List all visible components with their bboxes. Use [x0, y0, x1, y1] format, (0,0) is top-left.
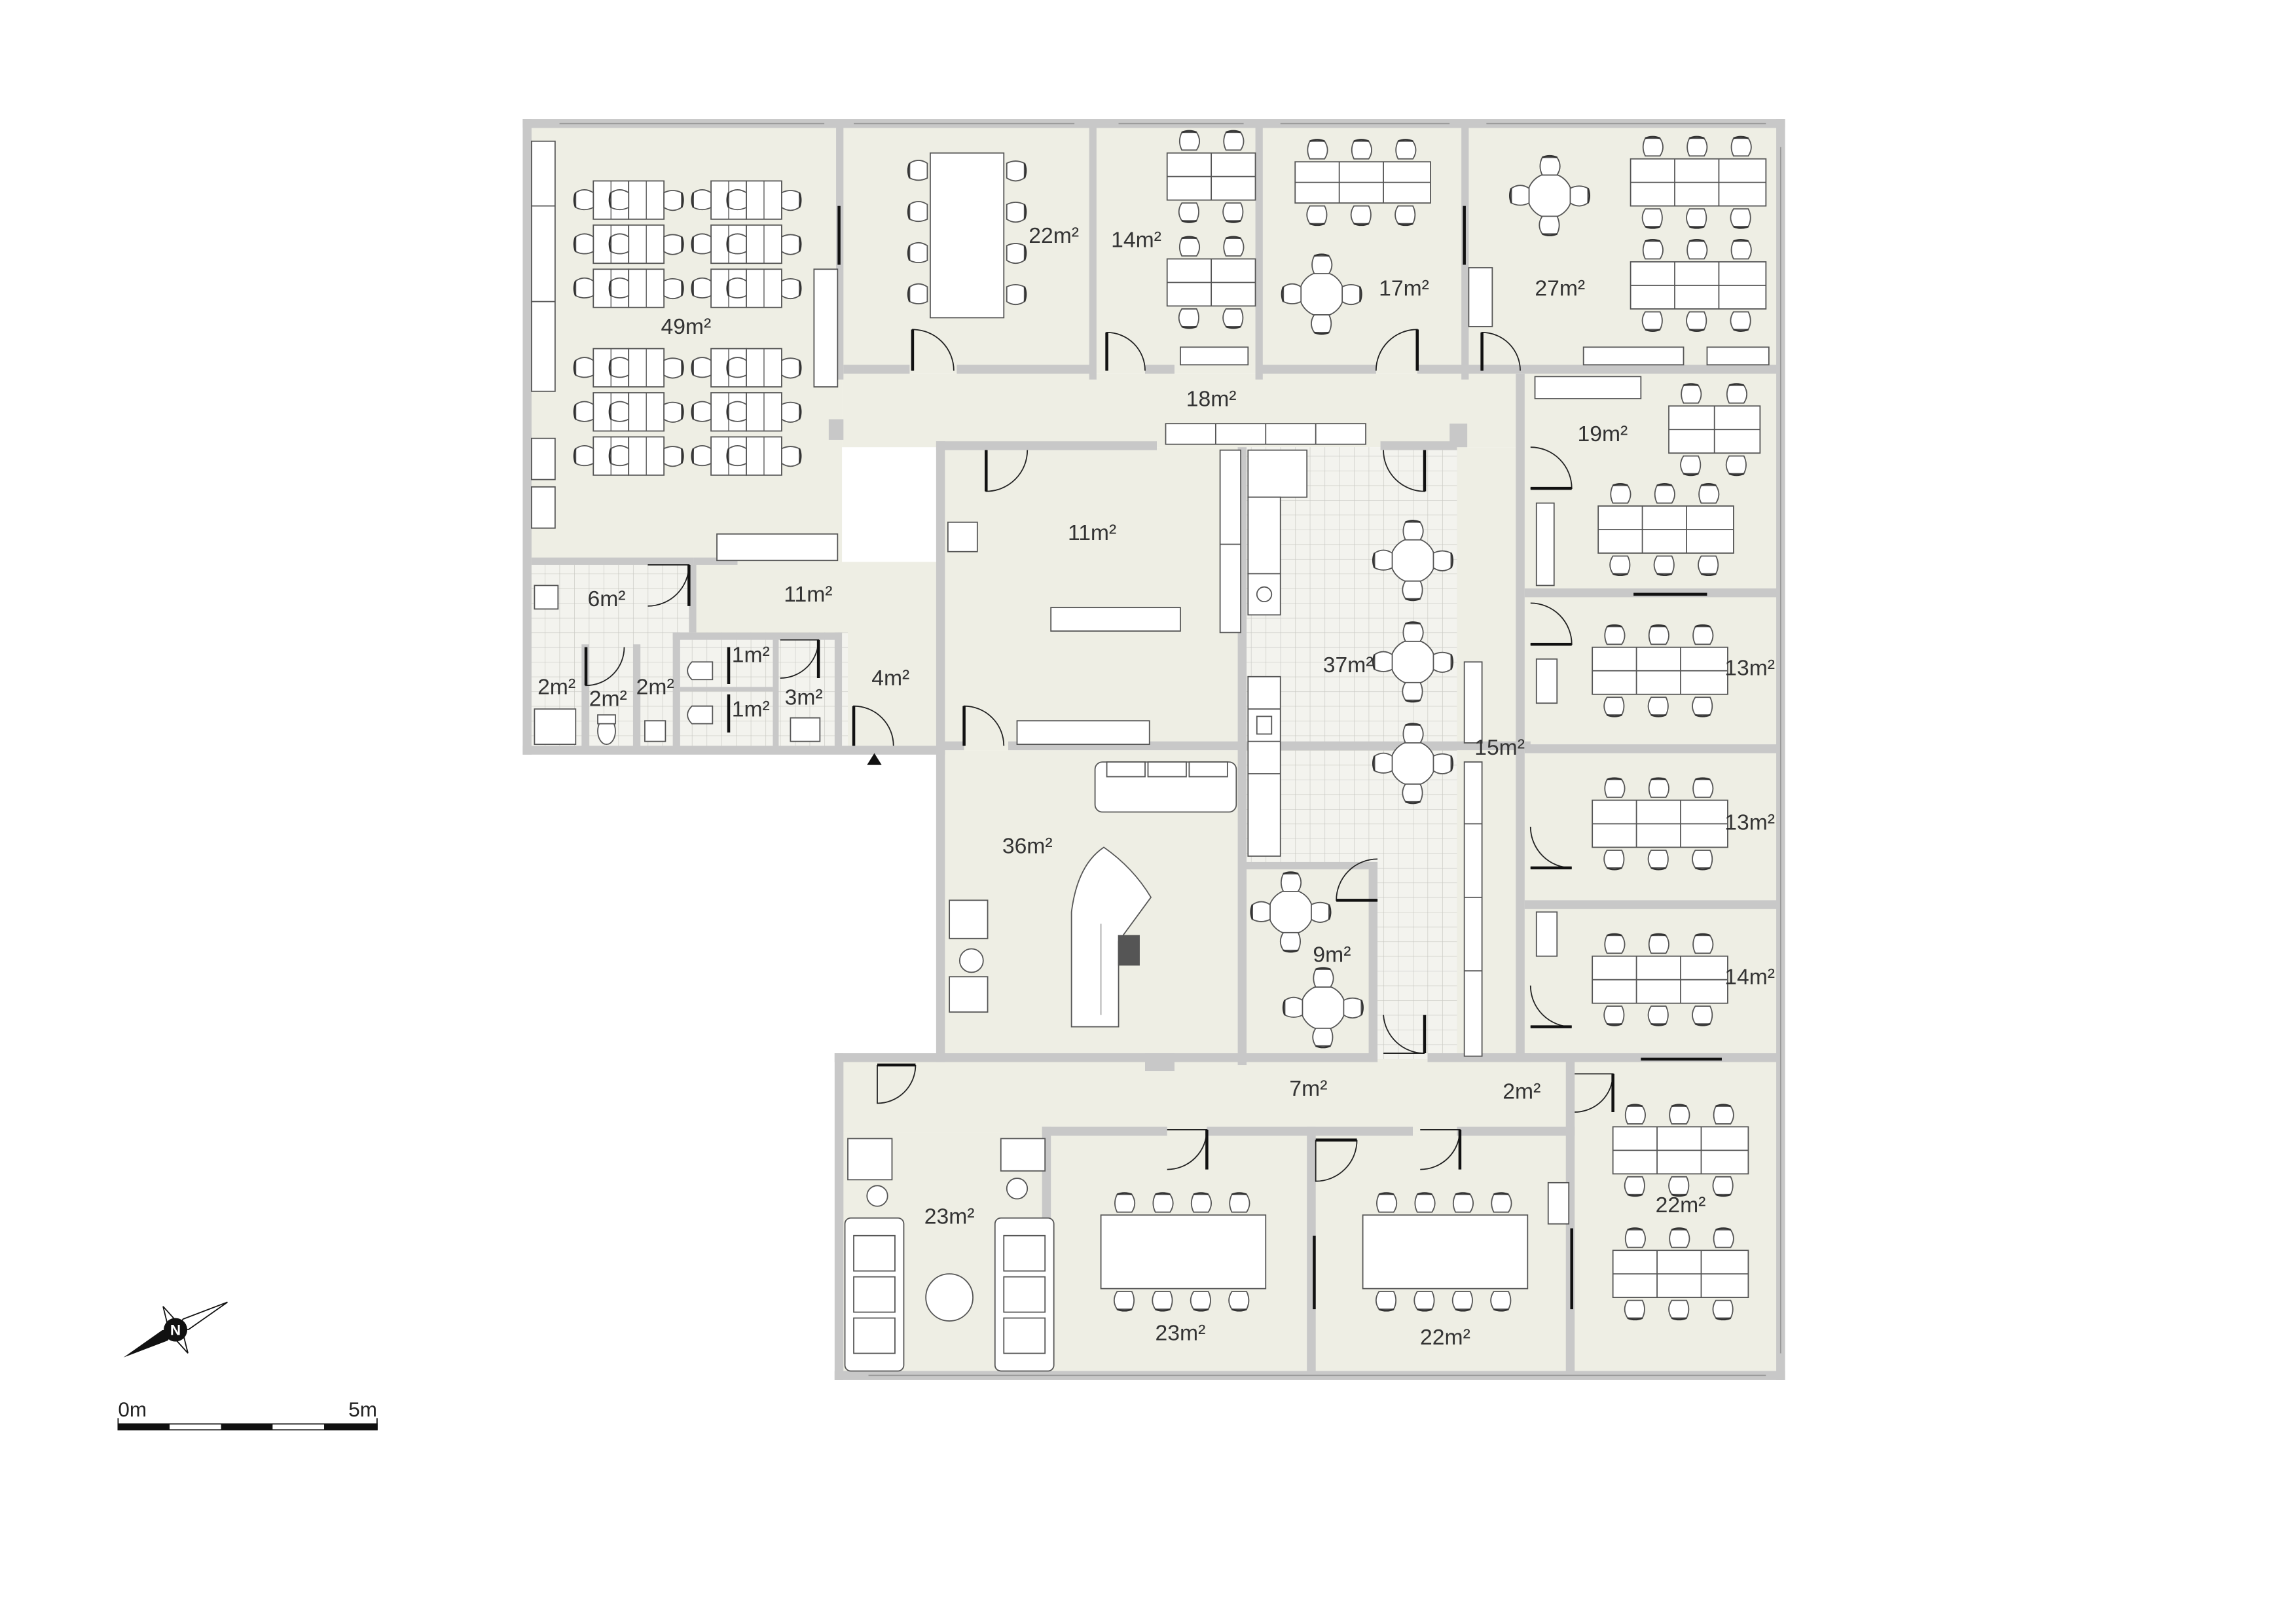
room-label-meeting-23: 23m² — [1156, 1320, 1206, 1345]
room-label-wc-1a: 1m² — [732, 642, 770, 667]
room-label-office-14: 14m² — [1111, 228, 1161, 253]
room-label-wc-2b: 2m² — [589, 687, 627, 712]
room-label-office-13b: 13m² — [1724, 810, 1775, 835]
room-label-niche-2: 2m² — [1503, 1079, 1540, 1104]
door-leaves — [584, 206, 1722, 1310]
room-label-storage-11: 11m² — [1068, 520, 1116, 545]
windows — [559, 122, 1781, 1377]
room-label-meeting-22-south: 22m² — [1420, 1325, 1470, 1350]
room-label-corridor-7: 7m² — [1289, 1076, 1327, 1101]
room-label-corridor-15: 15m² — [1474, 735, 1525, 760]
room-label-wc-1b: 1m² — [732, 696, 770, 721]
compass-north-icon: N — [123, 1301, 228, 1358]
room-label-lounge-23: 23m² — [924, 1204, 975, 1229]
room-label-kitchen-37: 37m² — [1323, 653, 1374, 677]
room-label-wc-3: 3m² — [785, 685, 823, 710]
scale-end-label: 5m — [348, 1398, 377, 1421]
room-label-open-office-nw: 49m² — [661, 314, 711, 339]
room-label-entry-4: 4m² — [871, 666, 909, 691]
scale-bar: 0m 5m — [117, 1398, 378, 1431]
room-label-reception-36: 36m² — [1002, 833, 1053, 858]
compass-letter: N — [170, 1322, 181, 1338]
room-label-wc-2a: 2m² — [538, 675, 575, 700]
room-label-wc-2c: 2m² — [636, 675, 674, 700]
entrance-marker-icon — [867, 753, 882, 765]
room-label-office-14-east: 14m² — [1724, 964, 1775, 989]
room-label-office-27: 27m² — [1535, 276, 1585, 301]
room-label-hall-11-west: 11m² — [784, 582, 832, 607]
room-label-corridor-18: 18m² — [1186, 386, 1237, 411]
room-label-office-17: 17m² — [1379, 276, 1429, 301]
furniture — [530, 130, 1770, 1372]
room-labels: 49m² 22m² 14m² 17m² 27m² 18m² 19m² 6m² 1… — [538, 223, 1775, 1350]
room-label-break-9: 9m² — [1313, 943, 1351, 967]
room-label-office-22-se: 22m² — [1656, 1193, 1706, 1218]
room-label-restroom-6: 6m² — [587, 586, 625, 611]
room-label-meeting-22-north: 22m² — [1029, 223, 1079, 248]
room-label-office-13a: 13m² — [1724, 656, 1775, 681]
scale-start-label: 0m — [118, 1398, 147, 1421]
room-label-office-19: 19m² — [1578, 422, 1628, 446]
